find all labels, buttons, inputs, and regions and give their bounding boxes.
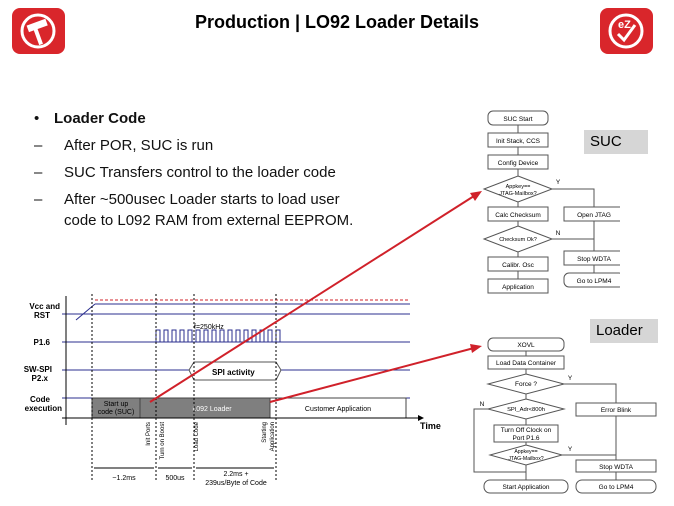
open-jtag-label: Open JTAG — [577, 212, 611, 219]
bullet-dot: • — [34, 110, 40, 127]
bullet-dash: – — [34, 191, 43, 208]
ez-check-icon: eZ — [608, 13, 644, 49]
turn-off-label: Turn Off Clock on — [501, 427, 552, 434]
bullet-item: code to L092 RAM from external EEPROM. — [64, 212, 354, 229]
spi-label: SPI_Adr<800h — [507, 407, 545, 413]
suc-connectors — [517, 125, 595, 279]
logo-text: eZ — [618, 19, 631, 31]
force-label: Force ? — [515, 381, 537, 388]
loader-code-bullets: • Loader Code – After POR, SUC is run – … — [34, 107, 434, 233]
bullet-heading: Loader Code — [54, 110, 146, 127]
vcc-label: Vcc and — [29, 302, 60, 311]
loader-appkey-label-2: JTAG-Mailbox? — [508, 456, 543, 462]
loader-stop-wdta-label: Stop WDTA — [599, 464, 633, 471]
bullet-line-continued: code to L092 RAM from external EEPROM. — [34, 209, 434, 233]
bullet-dash: – — [34, 164, 43, 181]
p16-label: P1.6 — [34, 338, 51, 347]
p16-clock — [155, 329, 281, 343]
no-label: N — [556, 230, 561, 237]
appkey-label: Appkey== — [506, 184, 531, 190]
lpm4-label: Go to LPM4 — [577, 278, 612, 285]
init-ports-label: Init Ports — [146, 422, 152, 446]
spi-activity-label: SPI activity — [212, 368, 255, 377]
config-label: Config Device — [498, 160, 539, 167]
init-label: Init Stack, CCS — [496, 138, 541, 145]
timing-markers — [91, 294, 277, 480]
loader-connectors — [473, 351, 617, 480]
arrow-head-suc-icon — [470, 191, 482, 201]
bullet-item: After POR, SUC is run — [64, 137, 214, 154]
p2x-label: P2.x — [32, 374, 49, 383]
start-app-label: Start Application — [503, 484, 550, 491]
startup-label-2: code (SUC) — [98, 409, 135, 416]
calibr-label: Calibr. Osc — [502, 262, 535, 269]
stop-wdta-label: Stop WDTA — [577, 256, 611, 263]
bullet-line: – After POR, SUC is run — [34, 134, 434, 158]
suc-tag: SUC — [584, 130, 648, 154]
suc-flowchart: SUC Start Init Stack, CCS Config Device … — [482, 110, 620, 294]
code-label: Code — [30, 395, 51, 404]
error-blink-label: Error Blink — [601, 407, 632, 414]
loader-flowchart: XOVL Load Data Container Force ? Y SPI_A… — [473, 337, 657, 494]
load-data-label: Load Data Container — [496, 360, 557, 367]
turn-off-label-2: Port P1.6 — [512, 435, 539, 442]
page-title: Production | LO92 Loader Details — [194, 12, 480, 32]
suc-start-label: SUC Start — [503, 116, 532, 123]
spi-no-label: N — [480, 401, 485, 408]
l092-label: L092 Loader — [192, 406, 232, 413]
load-code-label: Load Code — [194, 421, 200, 451]
calc-label: Calc Checksum — [495, 212, 541, 219]
freq-label: f=250kHz — [194, 324, 224, 331]
starting-label: Starting — [262, 422, 268, 443]
bullet-line: – SUC Transfers control to the loader co… — [34, 161, 434, 185]
xovl-label: XOVL — [517, 342, 535, 349]
turn-on-boost-label: Turn on Boost — [160, 422, 166, 460]
startup-label: Start up — [104, 401, 129, 408]
arrow-to-loader — [269, 347, 475, 403]
bullet-item: After ~500usec Loader starts to load use… — [64, 191, 340, 208]
duration-2: 500us — [165, 475, 185, 482]
force-yes-label: Y — [568, 375, 573, 382]
customer-label: Customer Application — [305, 406, 371, 413]
checksum-label: Checksum Ok? — [499, 237, 537, 243]
bullet-line: – After ~500usec Loader starts to load u… — [34, 188, 434, 212]
application-label: Application — [502, 284, 534, 291]
duration-3: 2.2ms + — [223, 471, 248, 478]
duration-1: ~1.2ms — [112, 475, 136, 482]
bullet-dash: – — [34, 137, 43, 154]
appkey-yes-label: Y — [568, 446, 573, 453]
starting-label-2: Application — [270, 422, 276, 451]
appkey-label-2: JTAG-Mailbox? — [499, 191, 537, 197]
duration-3-b: 239us/Byte of Code — [205, 480, 267, 487]
timing-diagram: Vcc and RST P1.6 SW-SPI P2.x Code execut… — [24, 294, 441, 487]
time-label: Time — [420, 421, 441, 431]
time-arrow-icon — [418, 415, 424, 421]
bullet-item: SUC Transfers control to the loader code — [64, 164, 336, 181]
arrow-to-suc — [149, 195, 475, 403]
hammer-icon — [20, 13, 56, 49]
arrow-head-loader-icon — [470, 344, 482, 353]
bullet-heading-line: • Loader Code — [34, 107, 434, 131]
swspi-label: SW-SPI — [24, 365, 52, 374]
loader-appkey-label: Appkey== — [514, 449, 537, 455]
rst-label: RST — [34, 311, 50, 320]
loader-lpm4-label: Go to LPM4 — [599, 484, 634, 491]
hammer-logo — [12, 8, 65, 54]
yes-label: Y — [556, 179, 561, 186]
loader-tag: Loader — [590, 319, 658, 343]
execution-label: execution — [25, 404, 62, 413]
ez-logo: eZ — [600, 8, 653, 54]
